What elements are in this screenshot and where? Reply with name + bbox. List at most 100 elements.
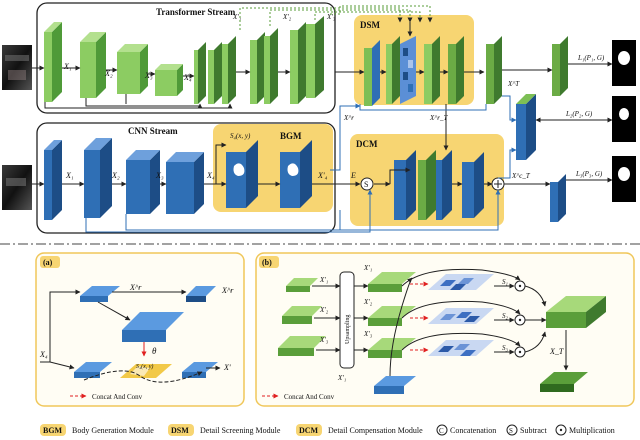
panel-b-in-block-1 — [286, 278, 318, 292]
label-x1t-top: X'₁ — [232, 13, 241, 21]
transformer-feature-block-2 — [80, 32, 106, 98]
label-x1-bottom: X₁ — [65, 171, 74, 180]
panel-a-xr-label: X^r — [129, 283, 142, 292]
panel-a-legend: Concat And Conv — [70, 393, 143, 401]
cnn-arrows — [32, 142, 391, 187]
cnn-stream-title: CNN Stream — [128, 126, 178, 136]
panel-b-up-block-1 — [368, 272, 416, 292]
legend-dsm: DSM Detail Screening Module — [168, 424, 281, 436]
loss-2-label: L₂(P₂, G) — [565, 110, 593, 118]
panel-b-red-arrows — [410, 281, 429, 353]
dsm-feature-3 — [424, 36, 440, 104]
panel-a-tag: (a) — [40, 256, 60, 268]
panel-b-heatmap-2 — [428, 308, 494, 324]
add-operator — [491, 177, 505, 191]
panel-b-mult-2 — [514, 314, 526, 326]
bgm-feature-2 — [280, 140, 312, 208]
transformer-stream-box — [36, 2, 336, 114]
panel-b-s2-label: S₂ — [502, 312, 509, 320]
loss-1-label: L₁(P₁, G) — [577, 54, 605, 62]
panel-a-arrows — [40, 289, 221, 383]
panel-a-xr2-label: X^r — [221, 286, 234, 295]
dsm-feature-input — [364, 40, 380, 106]
dsm-input-dashed-lines — [239, 5, 433, 30]
panel-b-s3-label: S₃ — [502, 344, 509, 352]
loss-3-label: L₃(P₃, G) — [575, 170, 603, 178]
label-x3-top: X₃ — [144, 71, 153, 80]
transformer-feature-block-4 — [155, 64, 183, 96]
transformer-feature-stack-x2 — [250, 28, 278, 104]
dcm-feature-1 — [394, 150, 416, 220]
feedback-lines — [85, 95, 517, 233]
panel-b-x2u-label: X'₂ — [363, 298, 373, 306]
label-x3-bottom: X₃ — [155, 171, 164, 180]
cnn-feature-block-2 — [84, 138, 112, 218]
label-x3t-top: X'₃ — [326, 13, 336, 21]
label-s4: S₄(x, y) — [230, 132, 251, 140]
panel-b-x1-label: X'₁ — [319, 276, 328, 284]
dcm-feature-2 — [418, 150, 452, 220]
output-feature-middle — [516, 94, 536, 160]
cnn-stream-box — [36, 122, 336, 234]
prediction-map-1 — [612, 40, 636, 86]
panel-b-in-block-2 — [282, 306, 322, 324]
panel-b-mult-1 — [514, 280, 526, 292]
panel-b-in-block-3 — [278, 336, 326, 356]
panel-a-xout-label: X' — [223, 363, 231, 372]
dsm-feature-2 — [386, 36, 400, 104]
label-xr2: X^r_T — [429, 114, 448, 122]
panel-b-out-block — [546, 296, 606, 328]
cnn-feature-block-4 — [166, 152, 204, 214]
subtract-operator: S — [360, 177, 374, 191]
transformer-stream-title: Transformer Stream — [156, 7, 236, 17]
legend-multiplication: Multiplication — [555, 424, 615, 436]
input-image-bottom — [2, 165, 32, 210]
panel-b-final-block — [540, 372, 588, 392]
label-x4-top: X₄ — [183, 73, 192, 82]
transformer-feature-block-3 — [117, 44, 148, 94]
label-x4c-bottom: X'₄ — [317, 171, 328, 180]
input-image-top — [2, 45, 32, 90]
prediction-map-2 — [612, 96, 636, 142]
svg-text:DSM: DSM — [171, 426, 189, 435]
svg-text:Multiplication: Multiplication — [569, 426, 615, 435]
dsm-module-label: DSM — [360, 20, 381, 30]
panel-b-xt-label: X_T — [549, 347, 564, 356]
panel-a-block-xr-out — [186, 286, 216, 302]
legend-concatenation: C Concatenation — [436, 424, 496, 436]
label-xc: X^c_T — [511, 172, 531, 180]
label-xr: X^r — [343, 114, 354, 122]
svg-text:Concat And Conv: Concat And Conv — [284, 393, 335, 401]
label-x2t-top: X'₂ — [282, 13, 292, 21]
output-feature-top-2 — [552, 36, 568, 96]
output-feature-bottom — [550, 174, 566, 222]
cnn-feature-block-1 — [44, 140, 62, 220]
label-x4-bottom: X₄ — [206, 171, 215, 180]
transformer-feature-stack-x4 — [194, 36, 236, 104]
svg-text:Concatenation: Concatenation — [450, 426, 496, 435]
cnn-feature-block-3 — [126, 150, 160, 214]
svg-text:Detail Compensation Module: Detail Compensation Module — [328, 426, 423, 435]
label-xt-mid: X^T — [507, 80, 520, 88]
svg-text:Concat And Conv: Concat And Conv — [92, 393, 143, 401]
svg-text:Upsampling: Upsampling — [345, 315, 351, 344]
panel-b-xc-label: X'₁ — [337, 374, 346, 382]
transformer-feature-block-1 — [44, 22, 62, 102]
panel-a-block-s4 — [120, 364, 172, 378]
svg-text:(a): (a) — [43, 258, 53, 267]
panel-a-block-main — [122, 312, 184, 342]
svg-text:S: S — [364, 180, 368, 189]
svg-text:C: C — [439, 427, 444, 435]
dcm-feature-3 — [462, 152, 484, 218]
svg-text:Body Generation Module: Body Generation Module — [72, 426, 154, 435]
panel-b-up-block-3 — [368, 338, 416, 358]
prediction-map-3 — [612, 156, 636, 202]
panel-b-legend: Concat And Conv — [262, 393, 335, 401]
panel-a-s4-label: S₄(x, y) — [136, 363, 153, 370]
dsm-arrows — [335, 22, 485, 75]
panel-a-theta-label: θ — [152, 346, 157, 356]
panel-b-x2-label: X'₂ — [319, 306, 329, 314]
svg-text:Subtract: Subtract — [520, 426, 547, 435]
svg-text:DCM: DCM — [299, 426, 319, 435]
